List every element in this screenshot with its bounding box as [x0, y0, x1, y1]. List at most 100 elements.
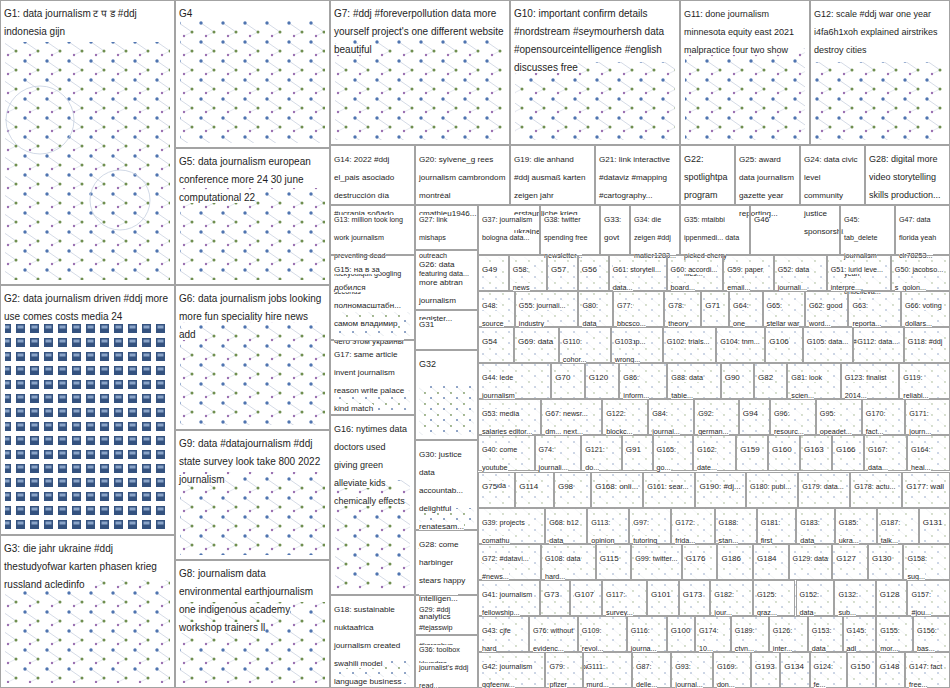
group-label: G11: done journalism minnesota equity ea… [684, 9, 794, 55]
group-panel: G43: cjfe hard vicious... [478, 616, 529, 652]
group-panel: G37: journalism bologna data... [478, 205, 540, 255]
group-label: G94 [743, 409, 758, 418]
group-panel: G91 [622, 435, 653, 471]
group-panel: G73 [540, 580, 570, 616]
group-label: G70 [555, 373, 570, 382]
group-label: G187: talk... [881, 518, 901, 545]
group-label: G188: stan... [719, 518, 739, 545]
group-panel: G55: journali... industry dw_aka... [515, 291, 579, 327]
group-panel: G119: reliabl... [899, 363, 950, 399]
group-panel: G183: data [796, 508, 834, 544]
group-panel: G67: newsr... dm... next... [541, 399, 602, 435]
group-label: G185: ukra... [839, 518, 859, 545]
group-panel: G3: die jahr ukraine #ddj thestudyofwar … [0, 535, 175, 688]
group-label: G145: adl [847, 626, 867, 653]
group-label: G91 [626, 445, 641, 454]
group-label: G150 [851, 662, 871, 671]
group-label: G100 [671, 626, 691, 635]
group-panel: G156: bas... [913, 616, 950, 652]
group-panel: G28: digital more video storytelling ski… [865, 145, 950, 205]
group-label: G193 [755, 662, 775, 671]
group-label: G2: data journalism driven #ddj more use… [4, 293, 168, 322]
group-panel: G155: mor... [876, 616, 913, 652]
group-panel: G150 [847, 652, 876, 688]
group-label: G66: voting dollars... [905, 301, 942, 328]
group-panel: G129: data [789, 544, 833, 580]
group-panel: G158: sug... [903, 544, 950, 580]
group-panel: G182: jour... [710, 580, 753, 616]
group-panel: G104: tnm... [716, 327, 765, 363]
group-label: G62: good word... [809, 301, 843, 328]
group-panel: G108: data hard... [541, 544, 596, 580]
group-panel: G102: trials... [663, 327, 716, 363]
group-panel: G88: data table... [667, 363, 720, 399]
group-panel: G101 [647, 580, 679, 616]
group-panel: G127 [832, 544, 868, 580]
group-label: G49 [482, 265, 497, 274]
group-panel: G160 [768, 435, 800, 471]
group-panel: G131 [919, 508, 950, 544]
group-panel: G12: scale #ddj war one year i4fa6h1xoh … [810, 0, 950, 145]
group-panel: G185: ukra... [835, 508, 877, 544]
group-panel: G50: jacobso... s_golon... [891, 255, 950, 291]
group-label: G92: german... [698, 409, 728, 436]
group-label: G6: data journalism jobs looking more fu… [179, 293, 321, 340]
group-panel: G78: theory [664, 291, 701, 327]
group-label: G29: #ddj #tejasswip #karanhun... kkundr… [419, 605, 459, 668]
group-label: G56 [582, 265, 597, 274]
group-label: G22: spotlightpa program [684, 154, 728, 200]
group-panel: G65: stellar war [763, 291, 805, 327]
group-panel: G31 [415, 310, 478, 350]
group-panel: G120 [585, 363, 620, 399]
group-label: G134 [784, 662, 804, 671]
group-label: G8: journalism data environmental earthj… [179, 568, 313, 633]
group-label: G26: data more abtran journalism registe… [419, 260, 463, 323]
group-panel: G189: ctvn... [731, 616, 769, 652]
group-panel: G48: source [478, 291, 515, 327]
group-panel: G134 [780, 652, 809, 688]
group-panel: G70 [551, 363, 584, 399]
group-label: G167: data... [868, 445, 888, 472]
group-panel: G18: sustainable nuktaafrica journalism … [330, 595, 415, 688]
group-label: G82 [758, 373, 773, 382]
group-panel: G165: go... [653, 435, 694, 471]
group-label: G87: delle... [636, 662, 657, 688]
group-label: G95: opeadet... [820, 409, 852, 436]
group-panel: G14: 2022 #ddj el_pais asociado destrucc… [330, 145, 415, 205]
group-panel: G92: german... [694, 399, 739, 435]
group-label: G10: important confirm details #nordstre… [514, 8, 664, 73]
group-label: G124: fe... [814, 662, 834, 688]
group-panel: G109: revol... paper... [578, 616, 627, 652]
group-label: G127 [836, 554, 856, 563]
group-panel: G103: wrong... [611, 327, 663, 363]
group-label: G162: date... [697, 445, 717, 472]
group-label: G65: stellar war [767, 301, 800, 328]
group-label: G130 [872, 554, 892, 563]
group-panel: G163 [800, 435, 832, 471]
group-label: G101 [651, 590, 671, 599]
group-label: G28: digital more video storytelling ski… [869, 154, 941, 200]
group-panel: G123: finalist 2014... [841, 363, 900, 399]
group-panel: G69: data [514, 327, 559, 363]
group-panel: G53: media salaries editor... [478, 399, 541, 435]
group-panel: G106 [765, 327, 803, 363]
group-label: G32 [419, 359, 436, 369]
group-panel: G86: inform... [619, 363, 667, 399]
group-label: G93: journal... [675, 662, 703, 688]
group-panel: G162: date... [693, 435, 736, 471]
group-label: G165: go... [657, 445, 677, 472]
group-label: G97: tutoring [633, 518, 657, 545]
group-panel: G60: accordi... board... [667, 255, 724, 291]
group-panel: G94 [739, 399, 770, 435]
group-panel: G171: journ... [905, 399, 950, 435]
group-panel: G49 [478, 255, 509, 291]
group-label: G131 [923, 518, 943, 527]
group-panel: G98 [554, 472, 591, 508]
group-panel: G169: don... [713, 652, 751, 688]
group-panel: G59: paper email... [723, 255, 774, 291]
group-panel: G153: data [808, 616, 843, 652]
group-panel: G95: opeadet... [816, 399, 862, 435]
group-label: G177: wall [906, 482, 944, 491]
group-label: G123: finalist 2014... [845, 373, 887, 400]
group-panel: G46 [750, 205, 840, 255]
